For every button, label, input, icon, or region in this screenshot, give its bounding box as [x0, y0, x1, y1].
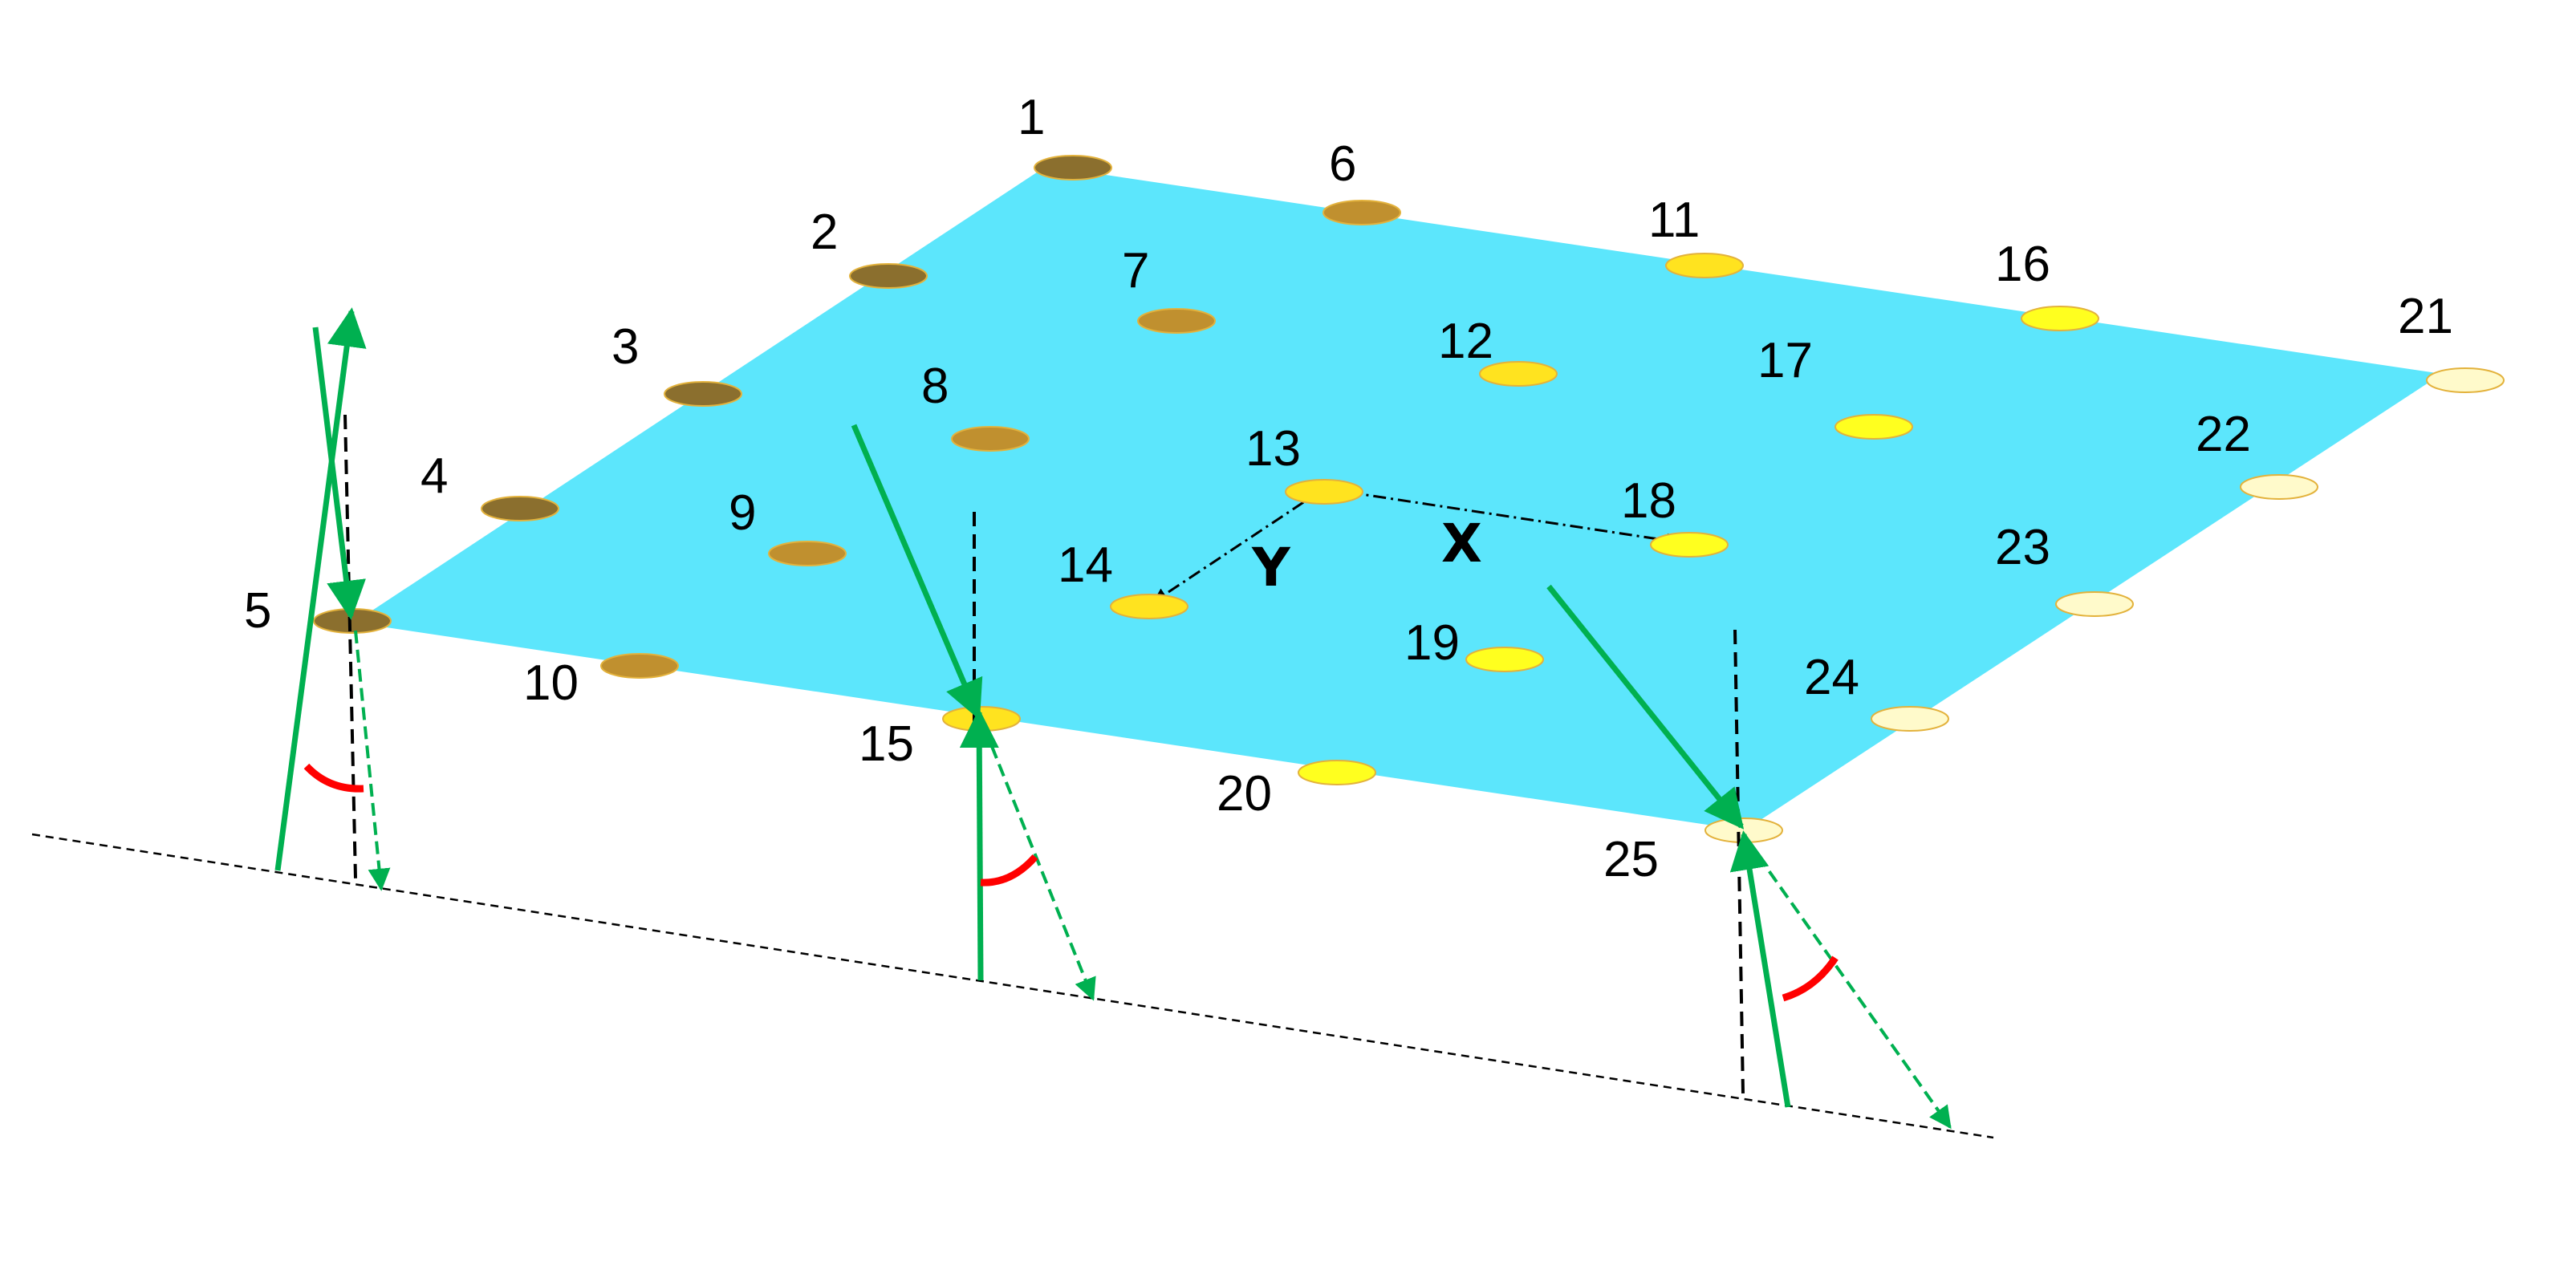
reflection-at-point-15: [851, 424, 1096, 1001]
point-label: 13: [1245, 421, 1301, 477]
point-label: 14: [1058, 538, 1113, 593]
y-axis-arrow: [1152, 487, 1325, 603]
point-marker: [2240, 474, 2318, 500]
point-label: 21: [2398, 289, 2453, 344]
point-15: 15: [859, 706, 1021, 772]
point-marker: [1137, 308, 1216, 334]
ground-baseline: [31, 833, 1994, 1139]
point-label: 5: [244, 583, 271, 639]
point-24: 24: [1804, 650, 1949, 732]
point-5: 5: [244, 583, 392, 639]
point-marker: [1650, 532, 1729, 558]
reflection-beams: [274, 307, 1952, 1130]
point-label: 10: [523, 655, 579, 711]
point-marker: [2055, 591, 2134, 617]
point-label: 20: [1217, 766, 1272, 821]
point-label: 7: [1122, 243, 1149, 298]
point-label: 15: [859, 716, 914, 772]
measurement-points: 1234567891011121314151617181920212223242…: [244, 90, 2505, 887]
point-4: 4: [421, 448, 559, 521]
point-marker: [1323, 200, 1401, 225]
point-label: 9: [729, 485, 756, 541]
point-label: 25: [1603, 832, 1659, 887]
point-2: 2: [811, 205, 928, 289]
scattered-beam: [354, 630, 391, 891]
point-marker: [849, 263, 928, 289]
point-1: 1: [1018, 90, 1112, 181]
point-marker: [664, 381, 742, 407]
point-16: 16: [1995, 237, 2099, 331]
angle-arc: [1782, 955, 1839, 1002]
point-marker: [600, 653, 679, 679]
point-19: 19: [1404, 615, 1544, 672]
point-marker: [1479, 361, 1558, 387]
point-marker: [1034, 155, 1112, 181]
axes-group: [1152, 487, 1681, 603]
point-10: 10: [523, 653, 679, 711]
point-23: 23: [1995, 520, 2134, 617]
point-marker: [1465, 647, 1544, 672]
point-7: 7: [1122, 243, 1216, 334]
point-marker: [1834, 414, 1913, 440]
y-axis-label: Y: [1251, 537, 1291, 598]
point-marker: [768, 541, 847, 566]
point-label: 8: [921, 359, 949, 414]
point-label: 22: [2196, 407, 2251, 462]
point-9: 9: [729, 485, 847, 566]
point-label: 24: [1804, 650, 1859, 705]
point-25: 25: [1603, 817, 1783, 887]
point-label: 17: [1757, 333, 1813, 388]
incident-beam: [1546, 584, 1745, 830]
scattered-beam: [1745, 838, 1952, 1130]
point-label: 18: [1621, 473, 1676, 529]
point-17: 17: [1757, 333, 1913, 440]
point-marker: [1110, 594, 1188, 619]
point-8: 8: [921, 359, 1030, 452]
point-marker: [1285, 479, 1363, 505]
point-22: 22: [2196, 407, 2318, 500]
reflected-beam: [274, 307, 367, 871]
point-18: 18: [1621, 473, 1729, 558]
reflected-beam: [1729, 830, 1791, 1108]
sample-plane: [354, 166, 2442, 830]
point-marker: [951, 426, 1030, 452]
angle-arc: [980, 854, 1038, 886]
point-label: 4: [421, 448, 448, 504]
surface-normal-line: [343, 414, 357, 879]
reflection-at-point-5: [274, 307, 391, 891]
point-label: 1: [1018, 90, 1045, 145]
point-label: 11: [1648, 193, 1700, 248]
point-label: 12: [1438, 314, 1493, 369]
incident-beam: [851, 424, 983, 720]
angle-arc: [303, 763, 364, 793]
scattered-beam: [983, 728, 1096, 1001]
point-11: 11: [1648, 193, 1744, 278]
point-marker: [1871, 706, 1949, 732]
reflection-at-point-25: [1546, 584, 1952, 1130]
point-13: 13: [1245, 421, 1363, 505]
point-label: 2: [811, 205, 838, 260]
point-label: 19: [1404, 615, 1460, 671]
point-label: 16: [1995, 237, 2050, 292]
point-marker: [1665, 253, 1744, 278]
point-marker: [2426, 367, 2505, 393]
point-3: 3: [611, 319, 742, 407]
point-label: 3: [611, 319, 639, 375]
point-6: 6: [1323, 136, 1401, 225]
point-20: 20: [1217, 760, 1376, 821]
point-marker: [1298, 760, 1376, 785]
x-axis-arrow: [1323, 487, 1681, 548]
point-label: 23: [1995, 520, 2050, 575]
x-axis-label: X: [1441, 513, 1482, 574]
point-12: 12: [1438, 314, 1558, 387]
point-21: 21: [2398, 289, 2505, 393]
point-marker: [481, 496, 559, 521]
point-label: 6: [1329, 136, 1356, 192]
point-14: 14: [1058, 538, 1188, 619]
point-marker: [2021, 306, 2099, 331]
reflected-beam: [959, 708, 999, 981]
